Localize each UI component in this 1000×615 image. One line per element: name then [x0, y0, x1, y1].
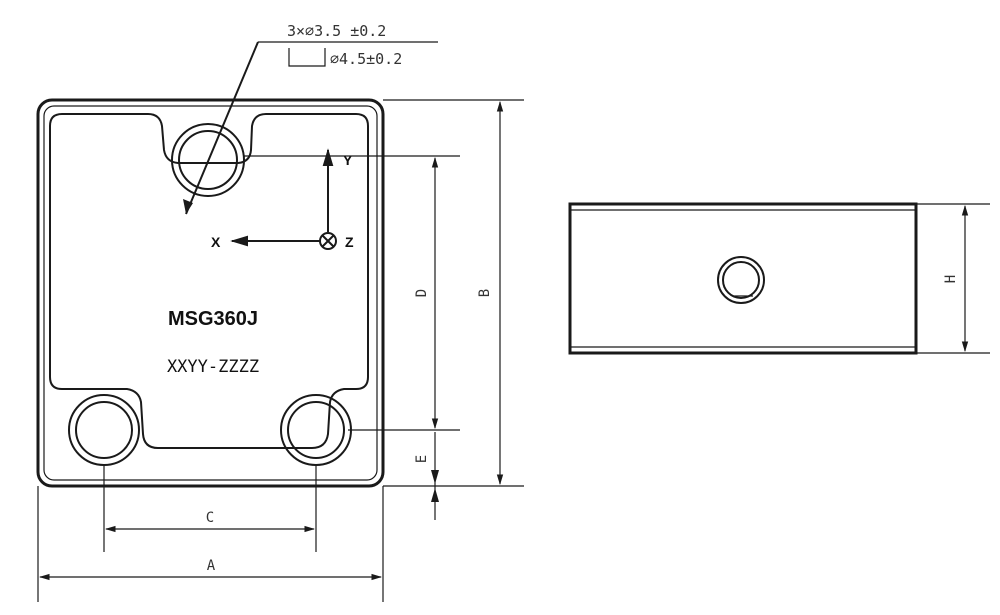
top-mounting-hole-counterbore [171, 123, 245, 197]
counterbore-symbol-icon [288, 48, 326, 67]
front-view: MSG360J XXYY-ZZZZ Y X Z 3×∅3.5 ±0.2 ∅4.5… [36, 22, 438, 488]
body-inner-edge [43, 105, 378, 481]
z-axis-label: Z [345, 234, 354, 250]
side-view: H [568, 202, 990, 355]
serial-label: XXYY-ZZZZ [167, 357, 259, 377]
dimension-a-label: A [207, 558, 216, 574]
dimension-c-label: C [206, 510, 214, 526]
dimension-d-label: D [414, 289, 430, 297]
hole-note-leader [185, 41, 259, 215]
z-axis-symbol [319, 232, 337, 250]
y-axis-label: Y [343, 152, 353, 168]
side-hole-inner [722, 261, 760, 299]
dimension-b-label: B [477, 289, 493, 297]
bottom-right-mounting-hole-counterbore [280, 394, 352, 466]
x-axis-label: X [211, 234, 221, 250]
hole-note-line2: ∅4.5±0.2 [330, 50, 402, 68]
bottom-right-mounting-hole [287, 401, 345, 459]
side-body-outline [568, 202, 918, 355]
bottom-left-mounting-hole-counterbore [68, 394, 140, 466]
top-mounting-hole [178, 130, 238, 190]
bottom-left-mounting-hole [75, 401, 133, 459]
dimension-e-label: E [414, 455, 430, 463]
label-panel-outline [49, 113, 369, 449]
dimension-h-label: H [943, 275, 959, 283]
hole-note-line1: 3×∅3.5 ±0.2 [287, 22, 386, 40]
hole-note-leader-arrowhead [183, 199, 193, 214]
front-view-dimensions: B D E C A [37, 99, 524, 602]
side-hole-outer [717, 256, 765, 304]
body-outer-outline [36, 98, 385, 488]
model-label: MSG360J [168, 308, 258, 330]
